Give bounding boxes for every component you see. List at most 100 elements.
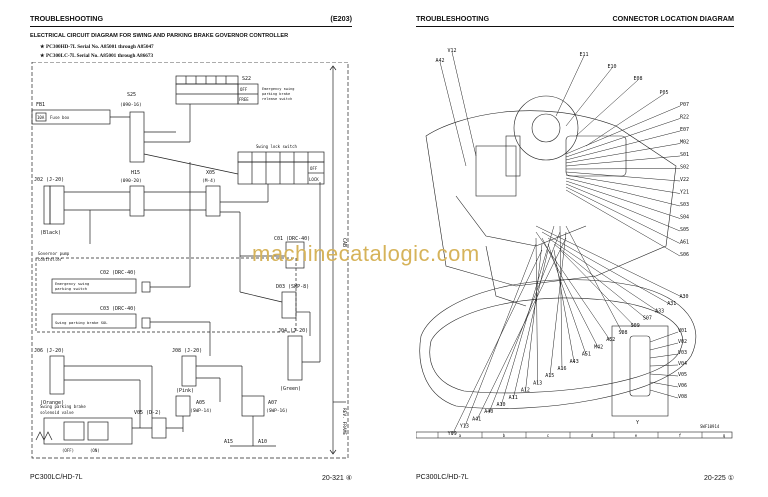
rev-frame-label: REV. FRAME xyxy=(341,408,347,435)
callout-p05-leader xyxy=(585,93,665,147)
callout-m02-leader xyxy=(565,143,681,164)
lock-on: LOCK xyxy=(309,177,319,182)
scale-letter-c: c xyxy=(547,433,550,438)
callout-y09-leader xyxy=(451,249,543,435)
j06-label: J06 (J-20) xyxy=(34,348,64,354)
black-label: (Black) xyxy=(40,230,61,236)
governor-label-1: Governor pump xyxy=(38,251,70,256)
right-header: TROUBLESHOOTING CONNECTOR LOCATION DIAGR… xyxy=(416,14,734,27)
connector-location-diagram: V12A42E11E10E08P05P07R22E07M02S01S02V22Y… xyxy=(416,48,733,439)
callout-v04-leader xyxy=(649,364,679,367)
c02-label: C02 (DRC-40) xyxy=(100,270,136,276)
callout-a43: A43 xyxy=(570,359,579,365)
serial-note-lc: ★ PC300LC-7L Serial No. A85001 through A… xyxy=(40,53,154,59)
callout-s05-leader xyxy=(565,183,681,232)
callout-v08-leader xyxy=(649,389,679,399)
s25-label: S25 xyxy=(127,92,136,98)
figure-code: SWF10914 xyxy=(700,424,720,429)
s25-type: (090-16) xyxy=(120,102,142,108)
x05-type: (M-4) xyxy=(202,178,216,184)
callout-v06-leader xyxy=(649,381,679,388)
callout-m42: M42 xyxy=(594,344,603,350)
callout-v04: V04 xyxy=(678,361,687,367)
callout-s06-leader xyxy=(565,189,681,257)
d03-label: D03 (SWP-8) xyxy=(276,284,309,290)
callout-a61-leader xyxy=(565,186,681,244)
serial-note-hd: ★ PC300HD-7L Serial No. A85001 through A… xyxy=(40,44,154,50)
callout-a12-leader xyxy=(525,243,543,392)
callout-r22-leader xyxy=(565,118,681,158)
callout-a30: A30 xyxy=(679,294,688,300)
callout-v05-leader xyxy=(649,373,679,377)
callout-e10-leader xyxy=(565,67,613,127)
callout-s02-leader xyxy=(565,168,681,170)
j04-label: J04 (J-20) xyxy=(278,328,308,334)
callout-a12: A12 xyxy=(521,388,530,394)
callout-v22-leader xyxy=(565,171,681,182)
callout-a10: A10 xyxy=(496,402,505,408)
callout-s03: S03 xyxy=(680,202,689,208)
callout-e08-leader xyxy=(575,79,639,137)
s22-off: OFF xyxy=(240,87,248,92)
right-footer-model: PC300LC/HD-7L xyxy=(416,474,469,481)
callout-a13: A13 xyxy=(533,380,542,386)
right-page: TROUBLESHOOTING CONNECTOR LOCATION DIAGR… xyxy=(384,0,768,497)
solenoid-off: (OFF) xyxy=(62,448,74,453)
scale-letter-e: e xyxy=(635,433,638,438)
callout-r22: R22 xyxy=(680,115,689,121)
a05-label: A05 xyxy=(196,400,205,406)
s22-desc-2: parking brake xyxy=(262,92,290,96)
a07-label: A07 xyxy=(268,400,277,406)
j08-label: J08 (J-20) xyxy=(172,348,202,354)
s22-label: S22 xyxy=(242,76,251,82)
watermark: machinecatalogic.com xyxy=(252,241,480,266)
left-header-title: TROUBLESHOOTING xyxy=(30,14,104,23)
fuse-rating: 10A xyxy=(37,115,45,120)
callout-e08: E08 xyxy=(633,76,642,82)
left-header: TROUBLESHOOTING (E203) xyxy=(30,14,352,27)
v05-label: V05 (D-2) xyxy=(134,410,161,416)
callout-s08-leader xyxy=(565,225,624,335)
scale-letter-b: b xyxy=(503,433,506,438)
callout-s09: S09 xyxy=(631,323,640,329)
solenoid-label-2: solenoid valve xyxy=(40,410,74,415)
callout-s06: S06 xyxy=(680,252,689,258)
j02-label: J02 (J-20) xyxy=(34,177,64,183)
callout-s07: S07 xyxy=(643,316,652,322)
pink-label: (Pink) xyxy=(176,388,194,394)
callout-y13: Y13 xyxy=(460,424,469,430)
callout-a43-leader xyxy=(553,249,575,363)
callout-s04: S04 xyxy=(680,215,689,221)
callout-a15-leader xyxy=(549,231,567,378)
callout-a41: A41 xyxy=(472,416,481,422)
callout-a61: A61 xyxy=(680,240,689,246)
scale-letter-f: f xyxy=(679,433,682,438)
a05-type: (SWP-14) xyxy=(190,408,212,414)
callout-a41-leader xyxy=(476,237,567,421)
callout-a16: A16 xyxy=(557,366,566,372)
callout-a13-leader xyxy=(535,237,538,385)
c01-label: C01 (DRC-40) xyxy=(274,236,310,242)
right-header-title: TROUBLESHOOTING xyxy=(416,14,490,23)
callout-a51: A51 xyxy=(582,352,591,358)
callout-v06: V06 xyxy=(678,383,687,389)
callout-a42-leader xyxy=(439,61,467,167)
left-header-code: (E203) xyxy=(330,14,352,23)
callout-a11: A11 xyxy=(509,395,518,401)
fb1-label: FB1 xyxy=(36,102,45,108)
callout-m02: M02 xyxy=(680,140,689,146)
right-header-caption: CONNECTOR LOCATION DIAGRAM xyxy=(612,14,734,23)
lock-off: OFF xyxy=(310,166,318,171)
c03-desc: Swing parking brake SOL xyxy=(55,320,108,325)
callout-s02: S02 xyxy=(680,165,689,171)
scale-letter-d: d xyxy=(591,433,594,438)
callout-a42: A42 xyxy=(435,58,444,64)
callout-v01: V01 xyxy=(678,328,687,334)
callout-a52: A52 xyxy=(606,337,615,343)
callout-v22: V22 xyxy=(680,177,689,183)
callout-m42-leader xyxy=(541,237,599,349)
callout-v03-leader xyxy=(649,353,679,359)
callout-s05: S05 xyxy=(680,227,689,233)
callout-e07-leader xyxy=(565,130,681,161)
cab-label: CAB xyxy=(341,238,347,247)
